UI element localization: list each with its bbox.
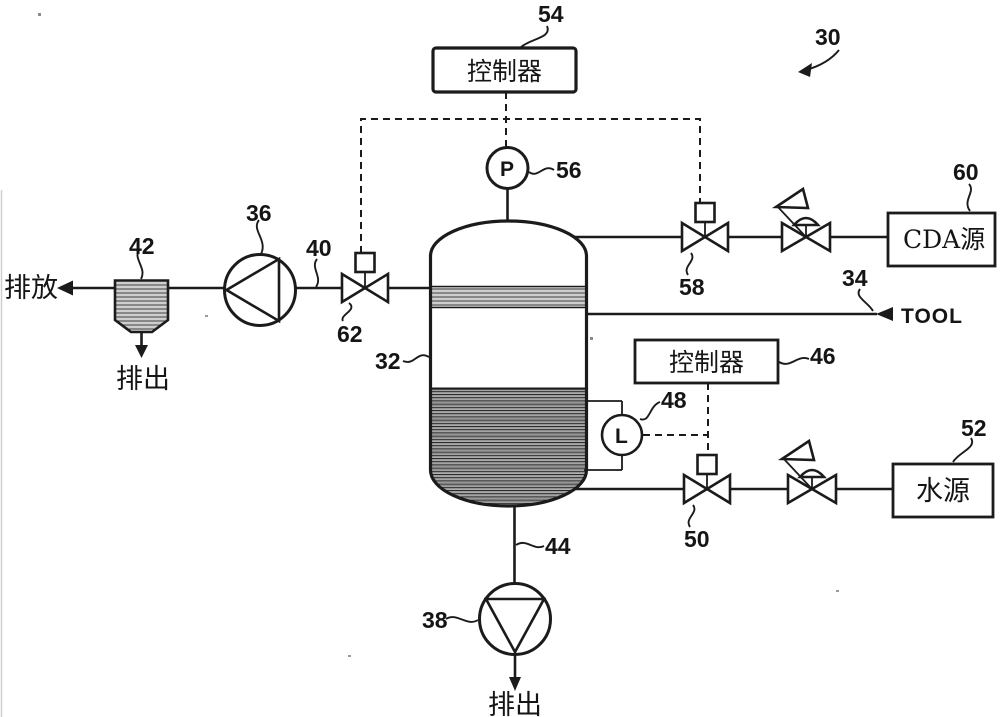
leader-60 <box>967 184 971 211</box>
controller-water: 控制器 <box>635 340 778 383</box>
leader-38 <box>446 617 478 622</box>
arrowhead-30-icon <box>798 63 812 77</box>
regulator-cda <box>776 189 830 251</box>
pressure-sensor-letter: P <box>500 158 514 181</box>
ref-30: 30 <box>815 24 841 50</box>
valve-water <box>684 455 730 503</box>
leader-50 <box>689 505 695 527</box>
ref-42: 42 <box>129 233 155 259</box>
cda-source: CDA源 <box>888 213 995 266</box>
leader-52 <box>953 438 972 462</box>
filter-drain-label: 排出 <box>116 364 170 395</box>
water-source-label: 水源 <box>916 476 970 507</box>
ref-38: 38 <box>422 607 448 633</box>
drain-pump <box>480 584 551 655</box>
valve-exhaust-actuator <box>356 253 375 272</box>
leader-58 <box>687 253 693 275</box>
regulator-water <box>782 441 836 503</box>
filter-body <box>115 281 168 333</box>
tank-packing-band <box>430 286 587 308</box>
pump-drain-label: 排出 <box>488 690 542 717</box>
controller-main: 控制器 <box>433 48 576 92</box>
regulator-water-diaphragm-icon <box>800 470 824 477</box>
ref-32: 32 <box>375 348 401 374</box>
tank-vessel <box>430 221 587 508</box>
leader-56 <box>529 168 554 174</box>
leader-44 <box>516 543 544 547</box>
exhaust-left-label: 排放 <box>4 273 58 304</box>
water-source: 水源 <box>893 464 993 517</box>
ref-50: 50 <box>684 526 710 552</box>
level-sensor: L <box>584 401 642 470</box>
arrowhead-exhaust-icon <box>57 281 73 296</box>
valve-cda <box>682 203 728 251</box>
ref-34: 34 <box>842 265 868 291</box>
ref-58: 58 <box>679 274 705 300</box>
pressure-sensor: P <box>487 148 528 223</box>
leader-46 <box>779 358 809 364</box>
ref-40: 40 <box>306 235 332 261</box>
exhaust-pump <box>225 255 296 326</box>
leader-48 <box>640 402 660 420</box>
ref-36: 36 <box>246 200 272 226</box>
leader-34 <box>859 289 873 311</box>
valve-exhaust <box>342 253 388 302</box>
ref-44: 44 <box>545 533 571 559</box>
arrowhead-filter-drain-icon <box>135 345 148 358</box>
arrowhead-tool-icon <box>876 307 893 321</box>
regulator-cda-flag-icon <box>776 189 808 208</box>
ref-48: 48 <box>661 387 687 413</box>
controller-main-label: 控制器 <box>467 57 542 86</box>
cda-source-label: CDA源 <box>903 225 985 254</box>
leader-62 <box>342 303 351 321</box>
valve-water-actuator <box>698 455 717 474</box>
leader-32 <box>403 355 429 362</box>
ref-46: 46 <box>810 343 836 369</box>
leader-54 <box>521 26 548 47</box>
controller-water-label: 控制器 <box>669 348 744 377</box>
filter <box>115 281 168 359</box>
valve-cda-actuator <box>696 203 715 222</box>
ref-52: 52 <box>961 415 987 441</box>
regulator-cda-diaphragm-icon <box>794 218 818 225</box>
level-sensor-letter: L <box>615 425 628 448</box>
arrowhead-pump-drain-icon <box>509 677 521 691</box>
ref-60: 60 <box>953 159 979 185</box>
tank-liquid <box>430 388 587 508</box>
ref-62: 62 <box>337 321 363 347</box>
tool-label: TOOL <box>901 305 963 328</box>
ref-56: 56 <box>556 157 582 183</box>
ref-54: 54 <box>538 1 564 27</box>
regulator-water-flag-icon <box>782 441 814 460</box>
leader-40 <box>315 259 318 287</box>
